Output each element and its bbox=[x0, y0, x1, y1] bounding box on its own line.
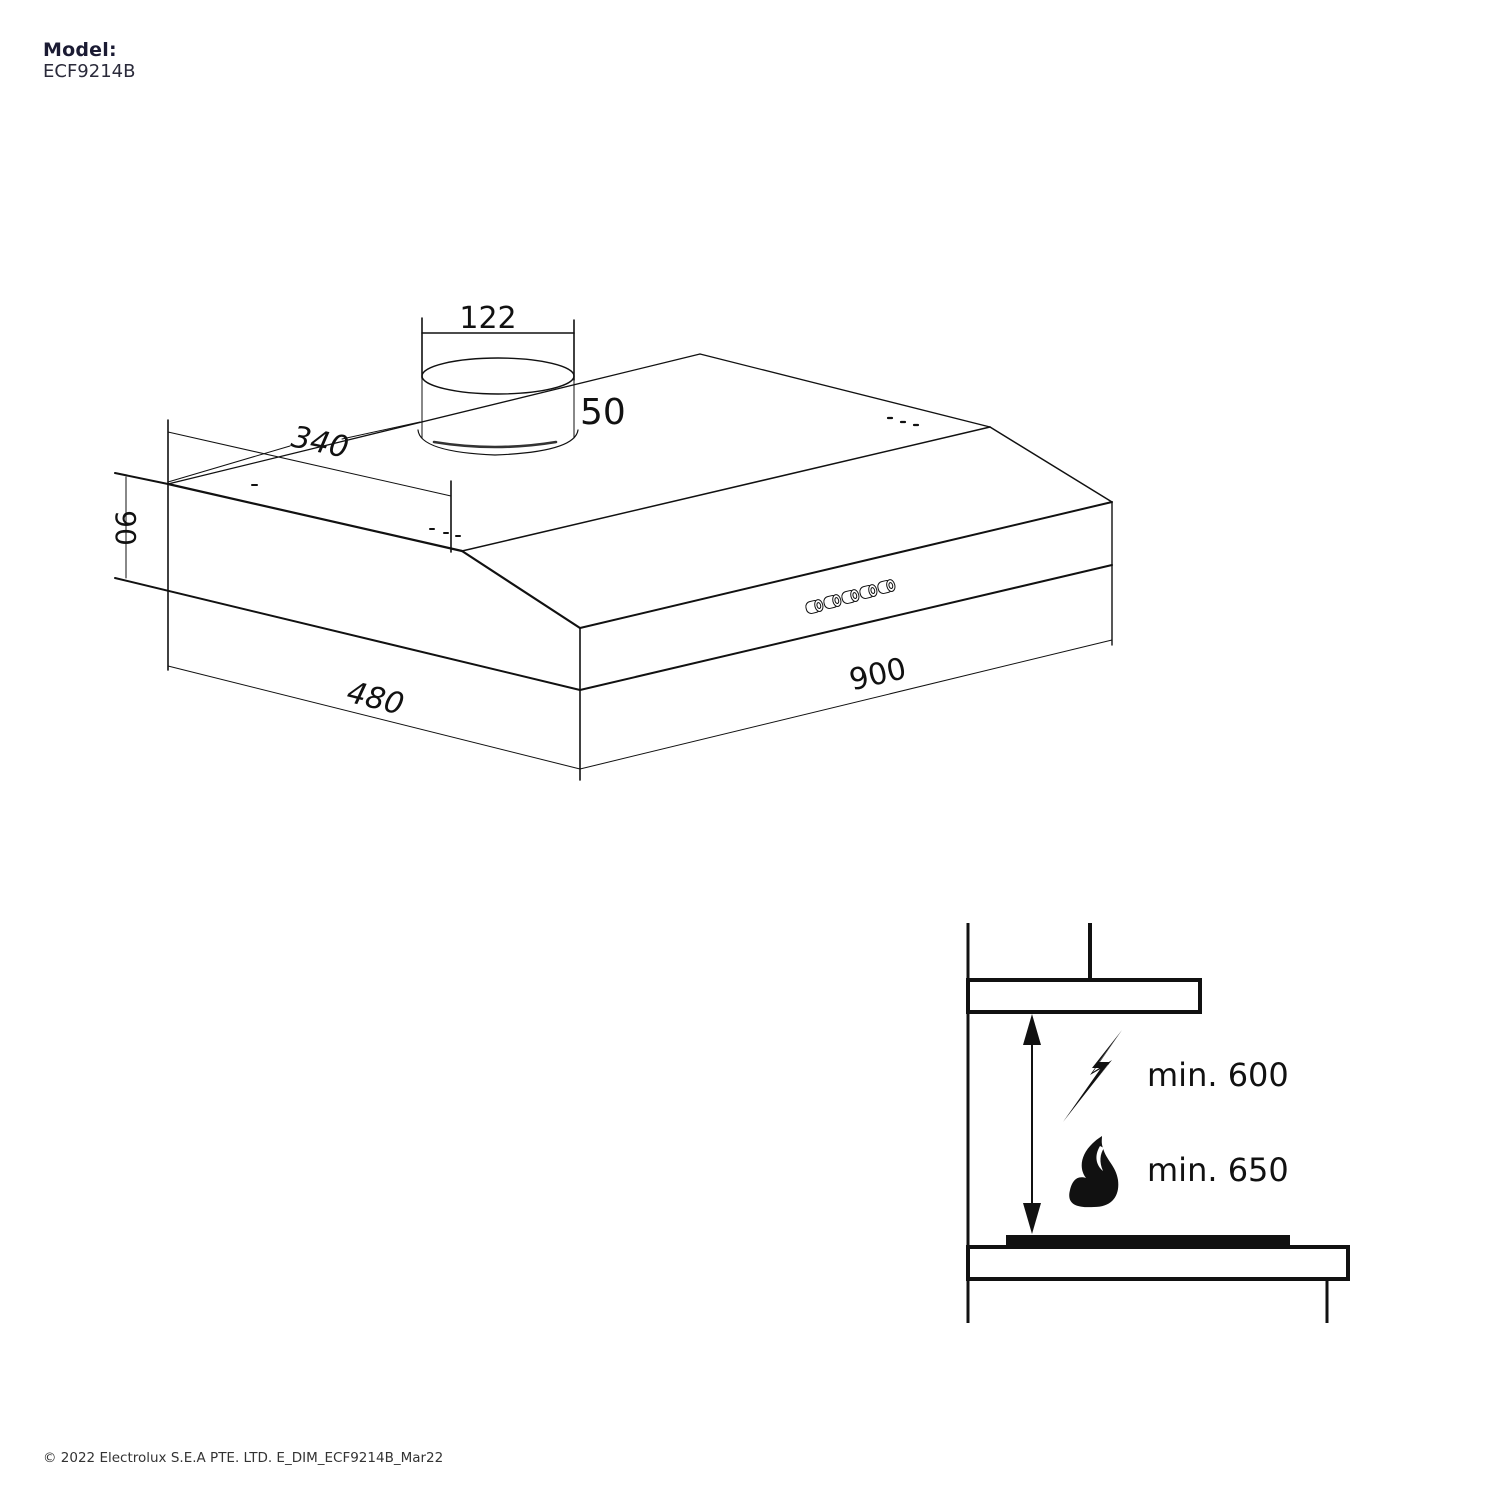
dim-duct-diameter: 122 bbox=[459, 301, 516, 336]
cooktop bbox=[1006, 1235, 1290, 1247]
dim-depth: 480 bbox=[343, 675, 407, 723]
electric-hob-clearance: min. 600 bbox=[1147, 1056, 1289, 1094]
hood-outline bbox=[966, 978, 1202, 1014]
countertop-outline bbox=[966, 1245, 1350, 1281]
model-number: ECF9214B bbox=[43, 60, 136, 82]
control-knobs bbox=[805, 579, 896, 614]
model-label: Model: bbox=[43, 39, 117, 61]
dim-depth-to-duct: 340 bbox=[288, 420, 351, 466]
range-hood-isometric bbox=[114, 317, 1113, 781]
installation-clearance-diagram bbox=[966, 923, 1350, 1323]
dim-duct-height: 50 bbox=[580, 392, 626, 433]
dim-height: 90 bbox=[109, 510, 142, 546]
exhaust-duct bbox=[417, 357, 579, 456]
copyright-footer: © 2022 Electrolux S.E.A PTE. LTD. E_DIM_… bbox=[43, 1450, 444, 1466]
flame-icon bbox=[1069, 1136, 1119, 1208]
lightning-bolt-icon bbox=[1062, 1030, 1122, 1122]
gas-hob-clearance: min. 650 bbox=[1147, 1151, 1289, 1189]
model-info: Model: ECF9214B bbox=[43, 39, 136, 83]
